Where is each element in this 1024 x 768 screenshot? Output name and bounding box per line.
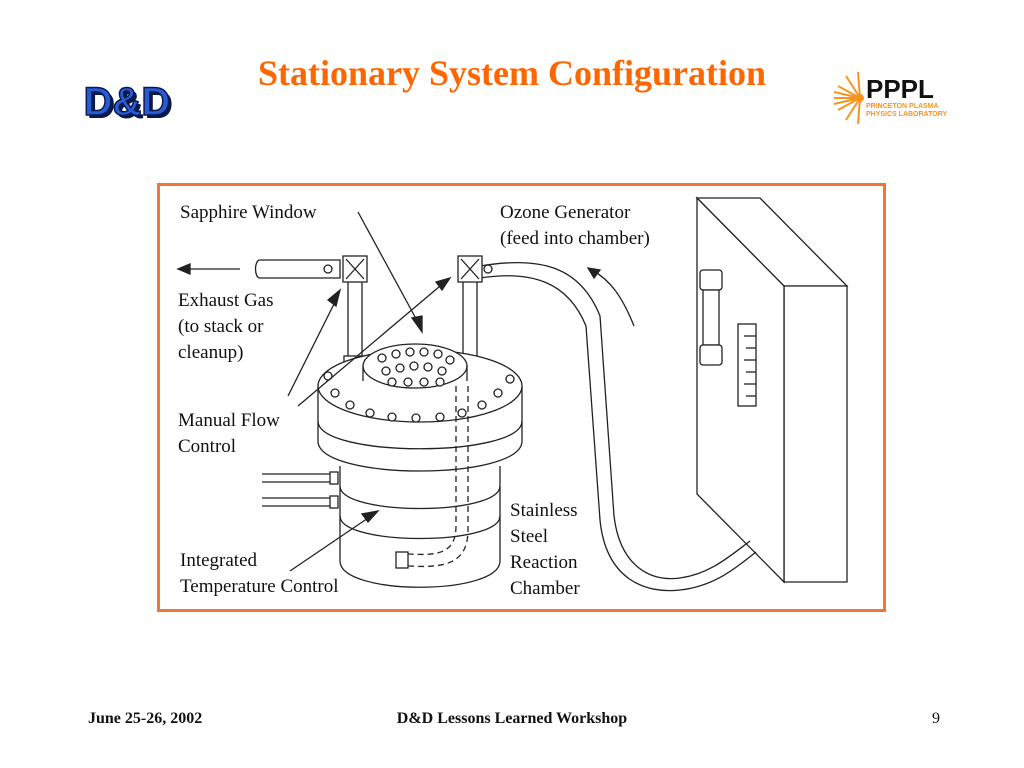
fuse-icon <box>699 269 723 366</box>
pppl-logo-text: PPPL <box>866 74 934 104</box>
dd-logo-text: D&D <box>84 80 171 124</box>
label-integrated: Integrated <box>180 550 258 571</box>
leader-lines <box>287 211 635 572</box>
dd-logo: D&D D&D <box>83 79 174 124</box>
label-exhaust-cleanup: cleanup) <box>178 342 243 363</box>
temperature-leads <box>262 471 339 509</box>
label-manual-control: Control <box>178 436 236 457</box>
slide-title: Stationary System Configuration <box>257 53 766 93</box>
figure-frame: Sapphire Window Ozone Generator (feed in… <box>157 183 886 612</box>
pppl-logo: PPPL PRINCETON PLASMA PHYSICS LABORATORY <box>833 71 947 125</box>
exhaust-arrow-icon <box>176 263 240 275</box>
pppl-logo-sub1: PRINCETON PLASMA <box>866 103 939 110</box>
label-temperature-control: Temperature Control <box>180 576 339 597</box>
label-steel: Steel <box>510 526 548 547</box>
window-bolts <box>377 347 455 387</box>
flow-meter-icon <box>737 323 757 407</box>
footer-event: D&D Lessons Learned Workshop <box>396 710 628 727</box>
label-manual-flow: Manual Flow <box>178 410 280 431</box>
label-chamber: Chamber <box>510 578 580 599</box>
label-sapphire-window: Sapphire Window <box>180 202 317 223</box>
footer-page-number: 9 <box>932 710 940 727</box>
ozone-feed-hose <box>479 261 751 580</box>
reaction-chamber-diagram: Sapphire Window Ozone Generator (feed in… <box>176 196 849 599</box>
label-stainless: Stainless <box>510 500 578 521</box>
pppl-logo-sub2: PHYSICS LABORATORY <box>866 111 947 118</box>
inlet-valve <box>457 255 493 377</box>
label-reaction: Reaction <box>510 552 578 573</box>
pppl-sunburst-icon <box>833 71 861 125</box>
flange-bolts <box>323 371 515 423</box>
label-ozone-feed: (feed into chamber) <box>500 228 650 249</box>
label-ozone-generator: Ozone Generator <box>500 202 631 223</box>
footer-date: June 25-26, 2002 <box>88 710 203 727</box>
ozone-generator-box <box>695 196 849 584</box>
label-exhaust-stack: (to stack or <box>178 316 264 337</box>
dd-logo-shadow: D&D <box>87 83 174 124</box>
label-exhaust-gas: Exhaust Gas <box>178 290 274 311</box>
